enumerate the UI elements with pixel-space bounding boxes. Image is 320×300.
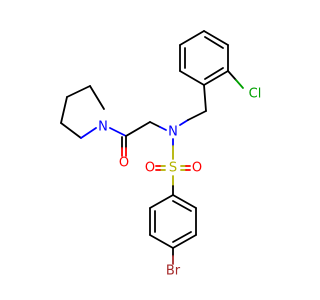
bond-n-benzyl-a: [179, 119, 189, 126]
atom-oxygen-carbonyl: O: [119, 156, 129, 171]
atom-oxygen-sulfonyl-left: O: [145, 161, 155, 176]
bond-n-carbonyl: [109, 127, 127, 137]
chlorophenyl-ring: [179, 30, 229, 86]
sulfonyl-bonds: [155, 165, 191, 171]
bond-benzyl-ring: [203, 84, 207, 112]
carbonyl-bond: [121, 135, 127, 157]
bond-n-benzyl-b: [187, 110, 207, 121]
bond-ch2-n: [149, 121, 161, 128]
atom-oxygen-sulfonyl-right: O: [192, 161, 202, 176]
pyrrolidine-ring: [60, 85, 105, 139]
bond-ring-cl-b: [235, 79, 244, 89]
bond-carbonyl-ch2: [125, 121, 151, 137]
structure-diagram: N N O S O O Cl Br: [60, 30, 262, 279]
atom-nitrogen-sulfonamide: N: [168, 125, 178, 140]
bond-ch2-n-colored: [159, 126, 167, 131]
bromophenyl-ring: [149, 194, 197, 249]
molecule-canvas: N N O S O O Cl Br: [60, 30, 262, 279]
atom-sulfur: S: [169, 161, 177, 176]
bond-ring-cl-a: [227, 70, 237, 81]
atom-bromine: Br: [166, 264, 181, 279]
atom-nitrogen-pyrrolidine: N: [98, 120, 108, 135]
atom-chlorine: Cl: [249, 87, 262, 102]
